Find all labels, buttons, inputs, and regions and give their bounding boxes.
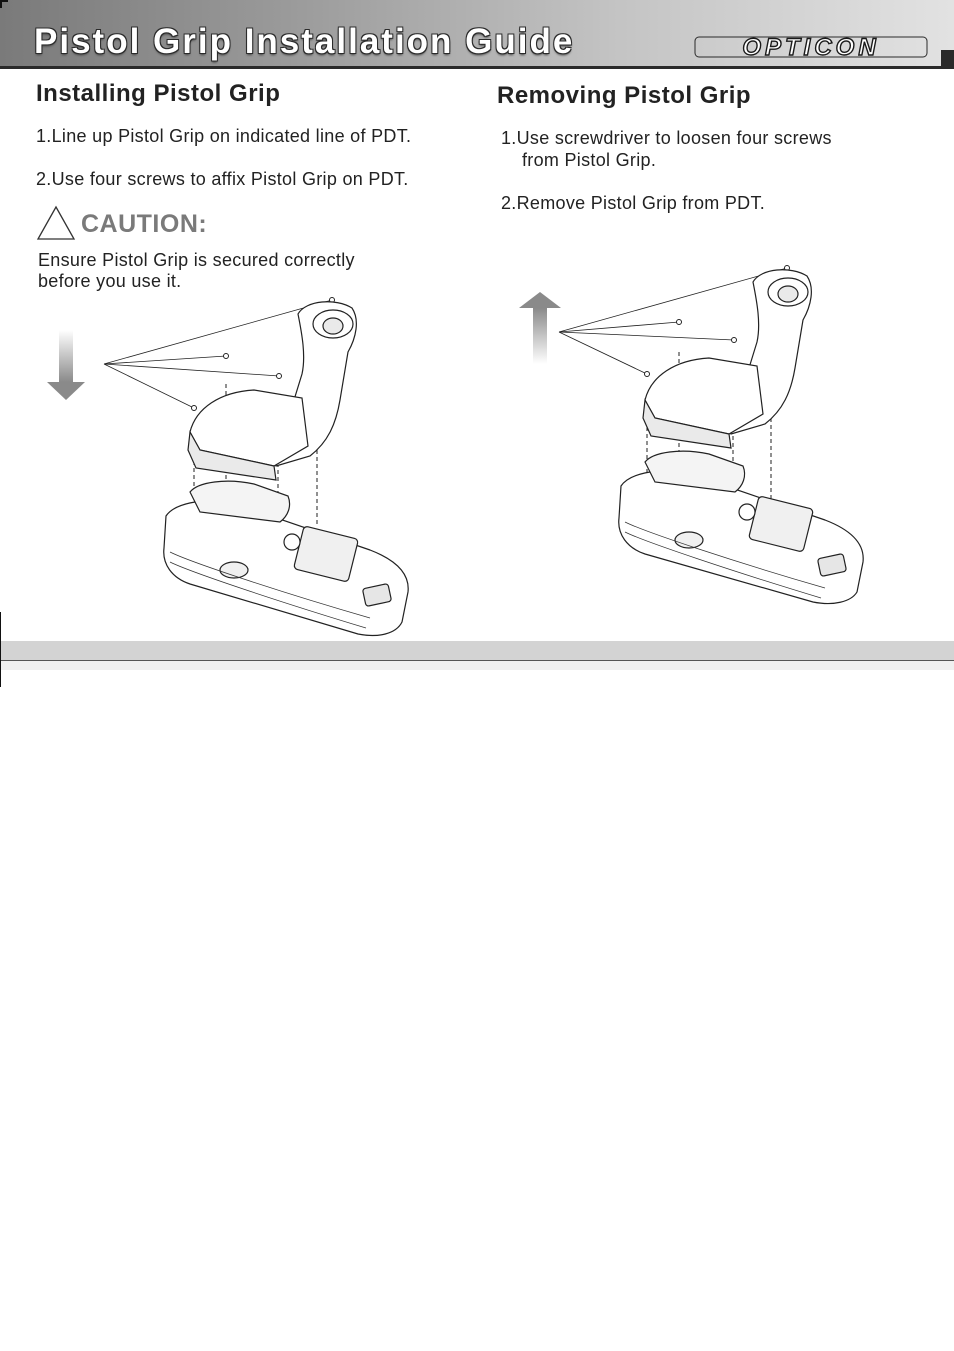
remove-step-1-cont: from Pistol Grip. xyxy=(522,150,657,170)
remove-step-1: 1.Use screwdriver to loosen four screws xyxy=(501,128,832,148)
install-illustration xyxy=(47,297,409,637)
arrow-up-icon xyxy=(519,292,561,364)
header-rule xyxy=(0,66,942,69)
footer-rule xyxy=(0,660,954,661)
document-title: Pistol Grip Installation Guide xyxy=(34,22,575,61)
remove-illustration xyxy=(519,265,864,605)
header-corner-block xyxy=(941,50,954,69)
caution-label: CAUTION: xyxy=(81,210,208,238)
caution-text: Ensure Pistol Grip is secured correctly … xyxy=(38,250,355,292)
caution-line-2: before you use it. xyxy=(38,271,182,291)
caution-line-1: Ensure Pistol Grip is secured correctly xyxy=(38,250,355,270)
arrow-down-icon xyxy=(47,330,85,400)
svg-text:OPTICON: OPTICON xyxy=(742,34,879,60)
removing-title: Removing Pistol Grip xyxy=(497,82,752,109)
crop-mark-left xyxy=(0,612,1,687)
installing-title: Installing Pistol Grip xyxy=(36,80,281,107)
opticon-logo: OPTICON xyxy=(694,34,928,60)
install-step-2: 2.Use four screws to affix Pistol Grip o… xyxy=(36,169,409,189)
remove-step-2: 2.Remove Pistol Grip from PDT. xyxy=(501,193,766,213)
warning-triangle-icon xyxy=(36,205,76,240)
crop-mark xyxy=(0,0,8,8)
footer-shade xyxy=(0,661,954,670)
footer-band xyxy=(0,641,954,661)
install-step-1: 1.Line up Pistol Grip on indicated line … xyxy=(36,126,412,146)
